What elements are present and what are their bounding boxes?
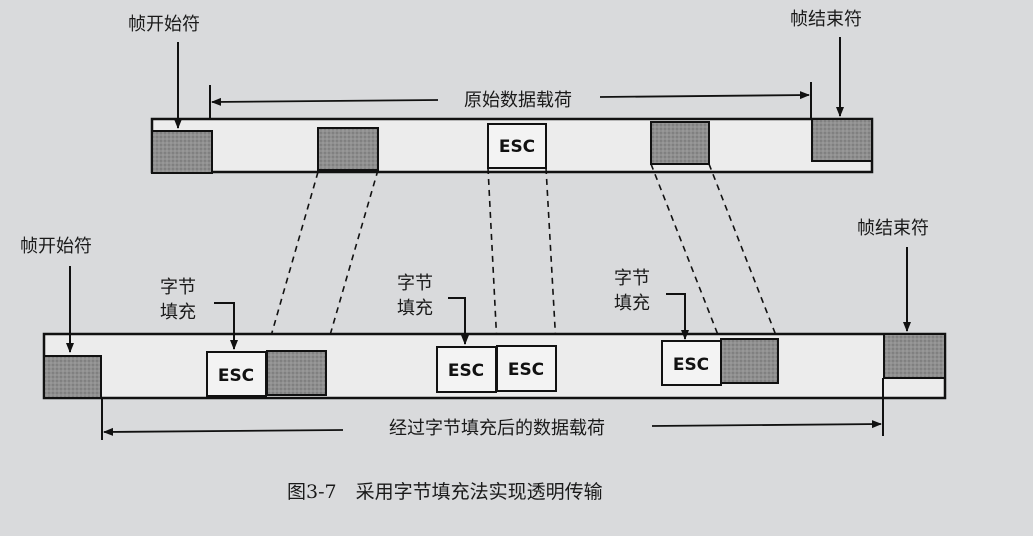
bottom-start-flag-label: 帧开始符 — [20, 236, 92, 257]
stuffed-frame: ESC ESC ESC ESC — [42, 332, 947, 400]
bottom-esc-block-1 — [206, 351, 267, 397]
byte-stuff-arrow — [214, 302, 238, 350]
byte-stuff-annotation-2: 字节 填充 — [397, 273, 469, 345]
top-esc-block — [487, 123, 547, 169]
byte-stuff-label-line1: 字节 — [397, 273, 433, 294]
top-flag-byte-block — [317, 127, 379, 171]
original-frame: ESC — [150, 117, 874, 174]
bottom-esc-label-3: ESC — [508, 360, 544, 380]
byte-stuff-annotation-3: 字节 填充 — [614, 268, 689, 340]
bottom-esc-label-2: ESC — [448, 361, 484, 381]
mapping-line — [545, 167, 557, 346]
mapping-lines — [266, 163, 778, 351]
top-flag-byte-block-2 — [650, 121, 710, 165]
payload-arrow-right — [599, 91, 810, 100]
bottom-end-flag-label: 帧结束符 — [857, 218, 929, 239]
payload-arrow-left — [211, 97, 439, 106]
bottom-esc-label-4: ESC — [673, 355, 709, 375]
original-payload-label: 原始数据载荷 — [464, 90, 572, 111]
bottom-end-flag-block — [883, 333, 946, 379]
byte-stuff-label-line1: 字节 — [614, 268, 650, 289]
bottom-esc-block-4 — [661, 340, 722, 386]
byte-stuff-arrow — [448, 297, 469, 345]
mapping-line — [708, 163, 778, 339]
mapping-line — [266, 171, 319, 351]
byte-stuff-label-line2: 填充 — [160, 302, 196, 323]
figure-caption: 图3-7 采用字节填充法实现透明传输 — [287, 481, 603, 503]
byte-stuff-annotation-1: 字节 填充 — [160, 277, 238, 350]
top-end-flag-label: 帧结束符 — [790, 9, 862, 30]
byte-stuff-label-line1: 字节 — [160, 277, 196, 298]
top-start-flag-block — [151, 130, 213, 174]
stuffed-arrow-right — [651, 420, 882, 429]
bottom-flag-byte-block-2 — [720, 338, 779, 384]
stuffed-arrow-left — [103, 427, 344, 436]
byte-stuff-label-line2: 填充 — [614, 293, 650, 314]
top-esc-label: ESC — [499, 137, 535, 157]
mapping-line — [325, 169, 379, 350]
stuffed-payload-label: 经过字节填充后的数据载荷 — [389, 418, 605, 439]
bottom-esc-block-2 — [436, 346, 497, 393]
byte-stuff-label-line2: 填充 — [397, 298, 433, 319]
bottom-esc-label-1: ESC — [218, 366, 254, 386]
mapping-line — [487, 167, 498, 346]
bottom-flag-byte-block — [266, 350, 327, 396]
byte-stuff-arrow — [666, 293, 689, 340]
bottom-esc-block-3 — [496, 345, 557, 392]
top-start-flag-label: 帧开始符 — [128, 14, 200, 35]
top-end-flag-block — [811, 118, 873, 162]
mapping-line — [650, 163, 721, 341]
bottom-start-flag-block — [43, 355, 102, 399]
